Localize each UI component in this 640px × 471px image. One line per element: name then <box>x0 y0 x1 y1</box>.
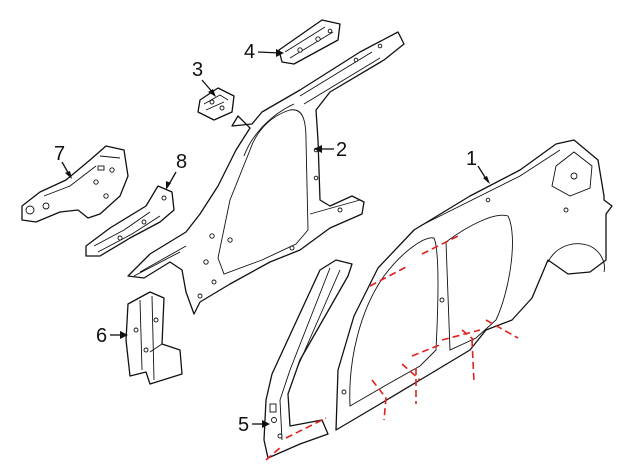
callout-2-label: 2 <box>336 139 347 161</box>
part-2-body-side-inner <box>127 31 405 315</box>
part-1-body-side-outer <box>335 139 613 431</box>
part-4-roof-rail-reinforcement <box>278 19 341 65</box>
callout-8: 8 <box>166 151 187 190</box>
callout-6: 6 <box>96 325 128 347</box>
callout-3: 3 <box>192 59 216 97</box>
callout-5: 5 <box>238 414 270 436</box>
callout-6-label: 6 <box>96 325 107 347</box>
callout-4: 4 <box>244 41 284 63</box>
callout-4-label: 4 <box>244 41 255 63</box>
callout-1-label: 1 <box>466 148 477 170</box>
part-8-wheelhouse-reinforcement <box>85 185 175 257</box>
callout-5-label: 5 <box>238 414 249 436</box>
callout-3-label: 3 <box>192 59 203 81</box>
callout-2: 2 <box>314 139 347 161</box>
callout-7-label: 7 <box>54 143 65 165</box>
callout-7: 7 <box>54 143 72 179</box>
part-6-lower-pillar-reinforcement <box>125 291 183 385</box>
part-7-quarter-inner <box>21 145 129 223</box>
part-5-center-pillar <box>263 259 353 461</box>
callout-1: 1 <box>466 148 490 184</box>
part-3-bracket <box>197 87 235 121</box>
callout-8-label: 8 <box>176 151 187 173</box>
